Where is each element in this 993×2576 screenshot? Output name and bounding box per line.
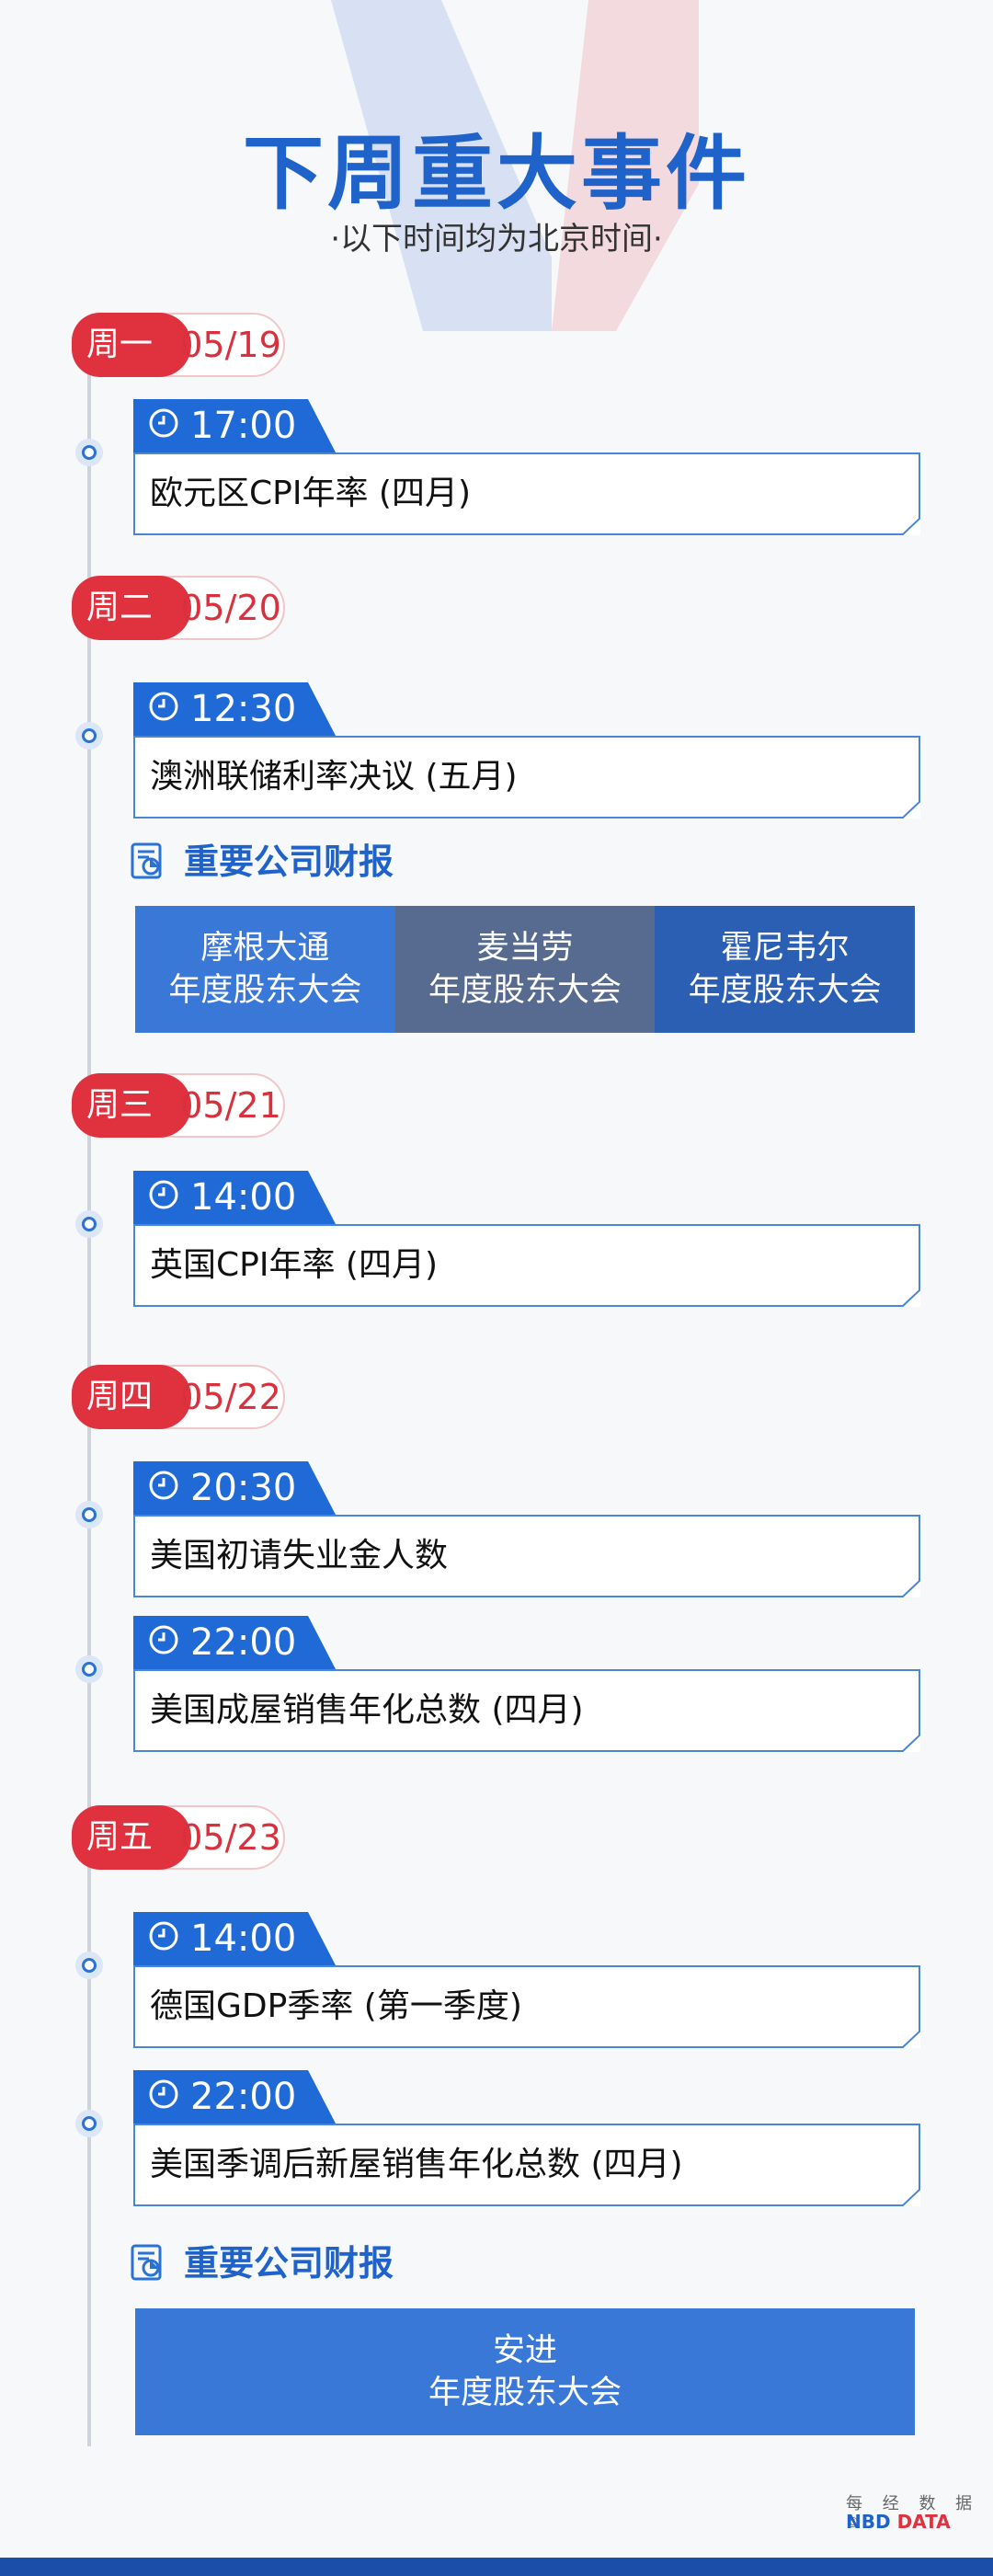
report-icon	[131, 842, 162, 879]
day-date: 05/20	[180, 588, 281, 628]
event-time-tab: 17:00	[133, 399, 336, 452]
page-title: 下周重大事件	[242, 126, 750, 221]
event-text: 欧元区CPI年率 (四月)	[150, 475, 471, 512]
event-time: 14:00	[190, 1918, 297, 1960]
clock-icon	[149, 1471, 178, 1500]
event-time-tab: 14:00	[133, 1912, 336, 1965]
company-event: 年度股东大会	[688, 972, 882, 1009]
company-cell: 霍尼韦尔 年度股东大会	[655, 906, 916, 1033]
event-time-tab: 14:00	[133, 1171, 336, 1224]
day-date: 05/22	[180, 1377, 281, 1417]
clock-icon	[149, 1921, 178, 1951]
event-text: 英国CPI年率 (四月)	[150, 1246, 438, 1284]
company-cell: 安进 年度股东大会	[135, 2308, 915, 2435]
event-card: 美国初请失业金人数	[133, 1515, 920, 1597]
timeline-dot	[75, 1210, 103, 1238]
event-card: 美国成屋销售年化总数 (四月)	[133, 1669, 920, 1752]
event-text: 美国成屋销售年化总数 (四月)	[150, 1691, 584, 1729]
event-time-tab: 12:30	[133, 682, 336, 736]
event-time: 22:00	[190, 1621, 297, 1664]
event-text: 德国GDP季率 (第一季度)	[150, 1987, 522, 2025]
brand-nbd: NBD	[846, 2511, 891, 2533]
timeline-dot	[75, 2110, 103, 2137]
company-event: 年度股东大会	[428, 2375, 622, 2411]
earnings-company-grid: 安进 年度股东大会	[135, 2308, 915, 2435]
day-badge-wed: 周三 05/21	[72, 1073, 285, 1138]
day-date: 05/23	[180, 1817, 281, 1858]
event-card: 澳洲联储利率决议 (五月)	[133, 736, 920, 819]
event-time: 14:00	[190, 1176, 297, 1219]
event-time-tab: 20:30	[133, 1461, 336, 1515]
event-time: 17:00	[190, 405, 297, 447]
day-badge-thu: 周四 05/22	[72, 1365, 285, 1429]
company-cell: 麦当劳 年度股东大会	[394, 906, 656, 1033]
event-text: 美国初请失业金人数	[150, 1537, 449, 1574]
brand-data: DATA	[896, 2511, 951, 2533]
clock-icon	[149, 1180, 178, 1209]
event-card: 德国GDP季率 (第一季度)	[133, 1965, 920, 2048]
timeline-dot	[75, 1655, 103, 1683]
day-date: 05/19	[180, 325, 281, 365]
day-badge-tue: 周二 05/20	[72, 576, 285, 640]
event-card: 美国季调后新屋销售年化总数 (四月)	[133, 2124, 920, 2206]
company-event: 年度股东大会	[428, 972, 622, 1009]
event-card: 英国CPI年率 (四月)	[133, 1224, 920, 1307]
background-logo	[331, 0, 699, 331]
earnings-section-label: 重要公司财报	[184, 841, 394, 882]
day-weekday: 周三	[72, 1073, 191, 1138]
day-weekday: 周五	[72, 1805, 191, 1870]
day-date: 05/21	[180, 1085, 281, 1126]
event-text: 澳洲联储利率决议 (五月)	[150, 758, 518, 796]
bottom-bar	[0, 2558, 993, 2576]
company-name: 安进	[492, 2332, 557, 2369]
event-time-tab: 22:00	[133, 1616, 336, 1669]
day-badge-fri: 周五 05/23	[72, 1805, 285, 1870]
event-time: 12:30	[190, 688, 297, 730]
event-card: 欧元区CPI年率 (四月)	[133, 452, 920, 535]
company-event: 年度股东大会	[168, 972, 362, 1009]
brand-logo: NBD DATA	[846, 2511, 951, 2533]
day-badge-mon: 周一 05/19	[72, 313, 285, 377]
timeline-dot	[75, 1952, 103, 1979]
clock-icon	[149, 692, 178, 721]
timeline-dot	[75, 1501, 103, 1528]
event-text: 美国季调后新屋销售年化总数 (四月)	[150, 2146, 683, 2183]
timeline-dot	[75, 722, 103, 750]
clock-icon	[149, 2079, 178, 2109]
company-name: 麦当劳	[476, 930, 574, 967]
event-time: 20:30	[190, 1467, 297, 1509]
brand-cn: 每 经 数 据©	[846, 2494, 980, 2531]
earnings-company-grid: 摩根大通 年度股东大会 麦当劳 年度股东大会 霍尼韦尔 年度股东大会	[135, 906, 916, 1033]
company-name: 摩根大通	[200, 930, 330, 967]
event-time: 22:00	[190, 2076, 297, 2118]
event-time-tab: 22:00	[133, 2070, 336, 2124]
report-icon	[131, 2244, 162, 2281]
copyright-mark: ©	[846, 2514, 867, 2531]
earnings-section-label: 重要公司财报	[184, 2243, 394, 2284]
timeline-dot	[75, 439, 103, 466]
day-weekday: 周二	[72, 576, 191, 640]
page-subtitle: ·以下时间均为北京时间·	[330, 221, 663, 258]
clock-icon	[149, 1625, 178, 1654]
day-weekday: 周一	[72, 313, 191, 377]
company-name: 霍尼韦尔	[720, 930, 850, 967]
company-cell: 摩根大通 年度股东大会	[135, 906, 395, 1033]
clock-icon	[149, 408, 178, 438]
day-weekday: 周四	[72, 1365, 191, 1429]
